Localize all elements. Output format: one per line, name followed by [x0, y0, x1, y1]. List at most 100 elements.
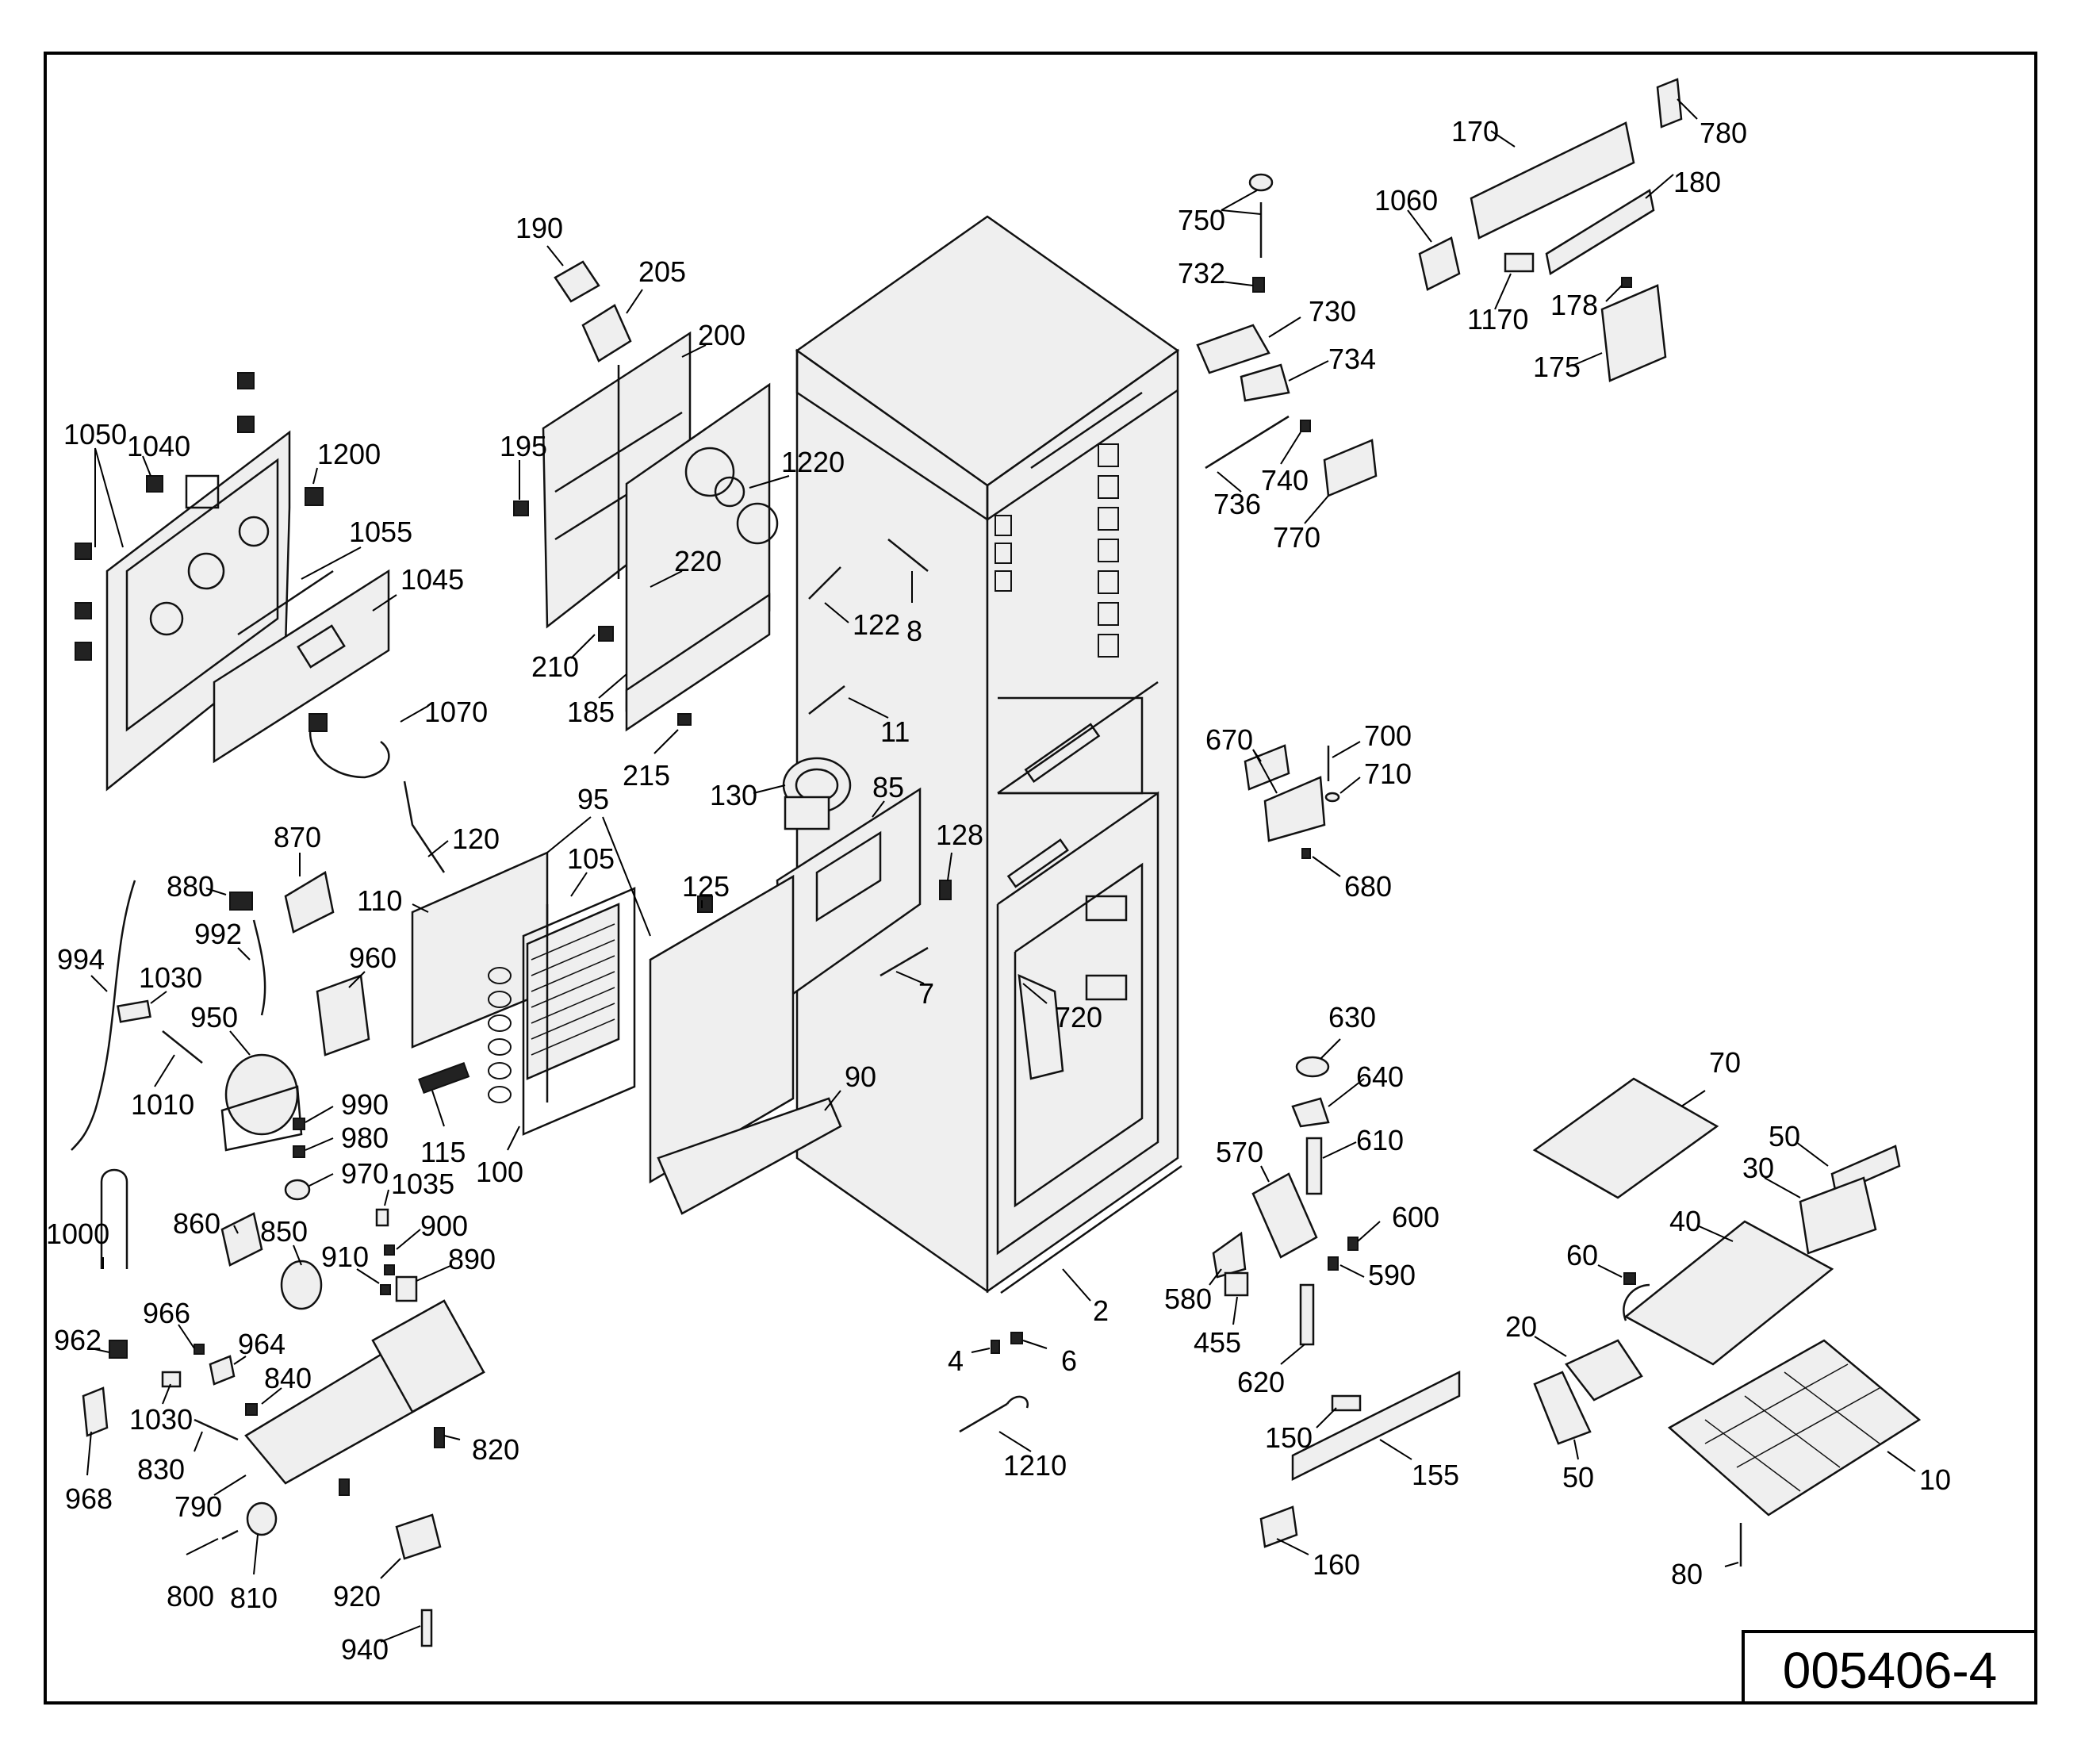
part-130-fan-motor: [782, 757, 852, 830]
callout-950: 950: [190, 1001, 238, 1033]
callout-115: 115: [420, 1136, 466, 1168]
callout-810: 810: [230, 1582, 278, 1614]
callout-195: 195: [500, 430, 547, 462]
part-120-sensor: [403, 780, 446, 873]
callout-8: 8: [906, 615, 922, 647]
part-790-frame: [244, 1299, 485, 1485]
callout-455: 455: [1194, 1326, 1241, 1359]
callout-994: 994: [57, 943, 105, 976]
part-590-screw: [1328, 1256, 1339, 1271]
callout-220: 220: [674, 545, 722, 577]
callout-190: 190: [515, 212, 563, 244]
callout-730: 730: [1309, 295, 1356, 328]
callout-215: 215: [623, 759, 670, 792]
callout-1070: 1070: [424, 696, 488, 728]
callout-1000: 1000: [46, 1218, 109, 1250]
part-770-handle: [1323, 439, 1378, 497]
part-740-screw: [1300, 420, 1311, 432]
part-920-bracket: [395, 1513, 442, 1560]
callout-160: 160: [1313, 1548, 1360, 1581]
part-820b-clip: [339, 1478, 350, 1496]
part-734-bracket: [1240, 363, 1290, 402]
part-220-panel: [625, 382, 779, 732]
screws-1050: [75, 372, 255, 661]
callout-178: 178: [1550, 289, 1598, 321]
callout-770: 770: [1273, 521, 1320, 554]
callout-175: 175: [1533, 351, 1581, 383]
callout-620: 620: [1237, 1366, 1285, 1398]
part-6-foot: [1010, 1332, 1023, 1344]
callout-960: 960: [349, 941, 397, 974]
callout-1035: 1035: [391, 1168, 454, 1200]
part-940-pin: [420, 1609, 433, 1647]
part-1070-harness: [309, 717, 390, 779]
callout-800: 800: [167, 1580, 214, 1613]
part-730-hinge: [1196, 324, 1270, 374]
callout-95: 95: [577, 783, 609, 815]
callout-200: 200: [698, 319, 745, 351]
part-840-screw: [245, 1403, 258, 1416]
callout-50b: 50: [1562, 1461, 1594, 1494]
callout-680: 680: [1344, 870, 1392, 903]
callout-964: 964: [238, 1328, 286, 1360]
part-2-rail: [1000, 1164, 1182, 1294]
callout-1030a: 1030: [139, 961, 202, 994]
part-20-holder: [1565, 1339, 1643, 1402]
callout-185: 185: [567, 696, 615, 728]
callout-840: 840: [264, 1362, 312, 1394]
callout-968: 968: [65, 1482, 113, 1515]
part-1035-spacer: [375, 1208, 389, 1227]
callout-155: 155: [1412, 1459, 1459, 1491]
part-50b-bracket: [1533, 1371, 1592, 1445]
part-870-relay: [284, 871, 335, 934]
part-190-gasket: [554, 260, 600, 303]
part-175-display: [1600, 284, 1667, 382]
callout-740: 740: [1261, 464, 1309, 497]
callout-780: 780: [1700, 117, 1747, 149]
callout-40: 40: [1669, 1205, 1701, 1237]
callout-120: 120: [452, 823, 500, 855]
callout-150: 150: [1265, 1421, 1313, 1454]
callout-1200: 1200: [317, 438, 381, 470]
part-1170-tag: [1504, 252, 1535, 273]
callout-630: 630: [1328, 1001, 1376, 1033]
callout-20: 20: [1505, 1310, 1537, 1343]
screws-900-910: [380, 1244, 395, 1295]
part-215-screw: [677, 713, 692, 726]
callout-170: 170: [1451, 115, 1499, 148]
part-970-grommet: [284, 1179, 311, 1201]
part-210-clip: [598, 626, 614, 642]
part-810-cap: [246, 1501, 278, 1536]
callout-7: 7: [918, 977, 934, 1010]
part-880-screw: [229, 892, 253, 911]
part-580-cover: [1212, 1231, 1247, 1279]
callout-732: 732: [1178, 257, 1225, 290]
callout-600: 600: [1392, 1201, 1439, 1233]
part-180-trim: [1545, 188, 1655, 276]
callout-122: 122: [853, 608, 900, 641]
part-780-clip: [1656, 78, 1683, 128]
callout-1010: 1010: [131, 1088, 194, 1121]
callout-2: 2: [1093, 1294, 1109, 1327]
callout-570: 570: [1216, 1136, 1263, 1168]
callout-962: 962: [54, 1324, 102, 1356]
callout-590: 590: [1368, 1259, 1416, 1291]
part-860-gasket: [220, 1212, 263, 1267]
callout-980: 980: [341, 1122, 389, 1154]
part-992-wire: [252, 919, 266, 1016]
callout-130: 130: [710, 779, 757, 811]
callout-1170: 1170: [1467, 303, 1528, 336]
part-1060-label: [1418, 236, 1461, 291]
part-195-clip: [513, 500, 529, 516]
callout-1055: 1055: [349, 516, 412, 548]
drawing-frame: [44, 52, 2037, 1705]
part-30-bracket: [1799, 1176, 1877, 1255]
callout-640: 640: [1356, 1060, 1404, 1093]
callout-850: 850: [260, 1215, 308, 1248]
part-160-label: [1259, 1505, 1298, 1548]
part-1040-cover: [105, 430, 291, 792]
part-170-control-box: [1470, 121, 1635, 240]
callout-90: 90: [845, 1060, 876, 1093]
callout-80: 80: [1671, 1558, 1703, 1590]
callout-1050: 1050: [63, 418, 127, 451]
